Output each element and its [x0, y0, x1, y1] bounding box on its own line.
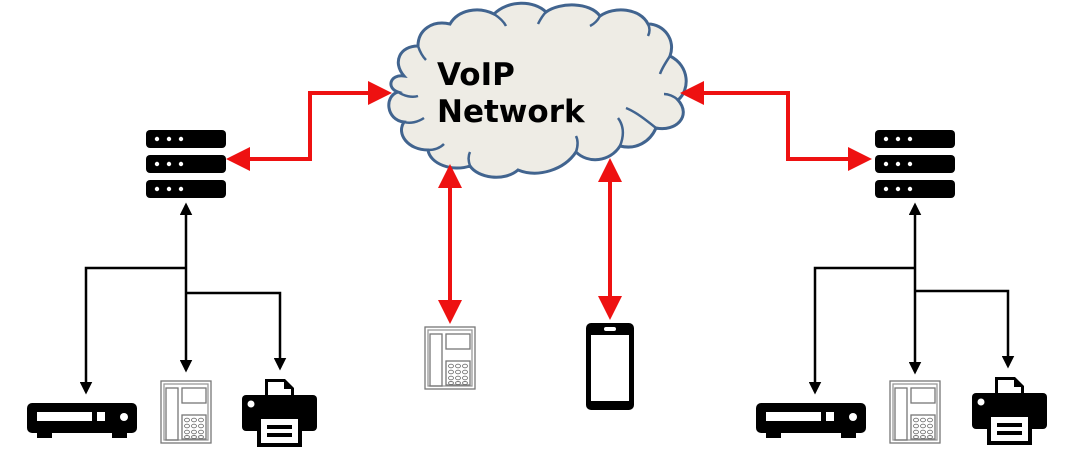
- modem-left-icon: [27, 403, 137, 438]
- link-cloud-server-right: [680, 81, 872, 171]
- network-links: [226, 81, 872, 324]
- link-server-right-printer-right: [915, 289, 1015, 369]
- printer-right-icon: [972, 377, 1047, 445]
- cloud-shape: [387, 1, 688, 179]
- cloud-title-line1: VoIP: [437, 57, 515, 93]
- voip-network-cloud: VoIP Network: [387, 1, 688, 179]
- link-server-left-modem-left: [79, 266, 186, 395]
- desk-phone-left-icon: [160, 380, 212, 444]
- server-right-icon: [875, 130, 955, 198]
- modem-right-icon: [756, 403, 866, 438]
- desk-phone-right-icon: [889, 380, 941, 444]
- local-links-left: [79, 202, 287, 395]
- printer-left-icon: [242, 379, 317, 447]
- link-server-right-modem-right: [808, 266, 915, 395]
- link-server-left-printer-left: [186, 291, 287, 371]
- mobile-phone-icon: [586, 323, 634, 410]
- local-links-right: [808, 202, 1015, 395]
- cloud-title-line2: Network: [437, 94, 586, 130]
- server-left-icon: [146, 130, 226, 198]
- link-cloud-server-left: [226, 81, 392, 171]
- desk-phone-center-icon: [424, 326, 476, 390]
